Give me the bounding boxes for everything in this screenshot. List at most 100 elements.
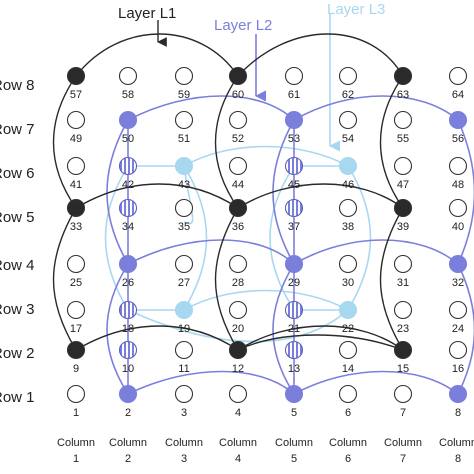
node-37: [284, 198, 304, 218]
node-number-52: 52: [232, 133, 244, 145]
node-number-13: 13: [288, 363, 300, 375]
node-5: [284, 384, 304, 404]
node-62: [338, 66, 358, 86]
layer-l3-connections: [104, 14, 372, 343]
node-55: [393, 110, 413, 130]
node-number-39: 39: [397, 221, 409, 233]
node-number-8: 8: [455, 407, 461, 419]
node-24: [448, 300, 468, 320]
row-label-2: Row 2: [0, 345, 35, 362]
node-4: [228, 384, 248, 404]
node-number-28: 28: [232, 277, 244, 289]
node-number-56: 56: [452, 133, 464, 145]
node-27: [174, 254, 194, 274]
node-number-27: 27: [178, 277, 190, 289]
node-58: [118, 66, 138, 86]
node-28: [228, 254, 248, 274]
node-number-37: 37: [288, 221, 300, 233]
node-22: [338, 300, 358, 320]
node-number-53: 53: [288, 133, 300, 145]
row-label-5: Row 5: [0, 209, 35, 226]
node-number-60: 60: [232, 89, 244, 101]
node-48: [448, 156, 468, 176]
node-14: [338, 340, 358, 360]
node-64: [448, 66, 468, 86]
node-15: [393, 340, 413, 360]
node-number-14: 14: [342, 363, 354, 375]
node-57: [66, 66, 86, 86]
layer-l1-label: Layer L1: [118, 5, 176, 22]
node-7: [393, 384, 413, 404]
node-number-38: 38: [342, 221, 354, 233]
node-number-40: 40: [452, 221, 464, 233]
node-33: [66, 198, 86, 218]
node-number-50: 50: [122, 133, 134, 145]
node-number-42: 42: [122, 179, 134, 191]
node-51: [174, 110, 194, 130]
node-number-15: 15: [397, 363, 409, 375]
node-56: [448, 110, 468, 130]
node-18: [118, 300, 138, 320]
node-number-58: 58: [122, 89, 134, 101]
node-35: [174, 198, 194, 218]
node-39: [393, 198, 413, 218]
node-1: [66, 384, 86, 404]
node-number-54: 54: [342, 133, 354, 145]
row-label-3: Row 3: [0, 301, 35, 318]
node-number-62: 62: [342, 89, 354, 101]
node-2: [118, 384, 138, 404]
node-number-29: 29: [288, 277, 300, 289]
node-number-5: 5: [291, 407, 297, 419]
node-number-49: 49: [70, 133, 82, 145]
node-number-20: 20: [232, 323, 244, 335]
node-8: [448, 384, 468, 404]
node-number-36: 36: [232, 221, 244, 233]
node-49: [66, 110, 86, 130]
row-label-4: Row 4: [0, 257, 35, 274]
node-46: [338, 156, 358, 176]
node-21: [284, 300, 304, 320]
node-number-31: 31: [397, 277, 409, 289]
layer-l1-connections: [52, 20, 404, 351]
node-45: [284, 156, 304, 176]
node-40: [448, 198, 468, 218]
node-19: [174, 300, 194, 320]
node-53: [284, 110, 304, 130]
node-25: [66, 254, 86, 274]
node-number-33: 33: [70, 221, 82, 233]
node-10: [118, 340, 138, 360]
node-6: [338, 384, 358, 404]
node-20: [228, 300, 248, 320]
node-number-22: 22: [342, 323, 354, 335]
row-label-6: Row 6: [0, 165, 35, 182]
node-32: [448, 254, 468, 274]
node-number-48: 48: [452, 179, 464, 191]
node-number-24: 24: [452, 323, 464, 335]
node-50: [118, 110, 138, 130]
node-number-9: 9: [73, 363, 79, 375]
node-number-55: 55: [397, 133, 409, 145]
node-30: [338, 254, 358, 274]
node-52: [228, 110, 248, 130]
node-number-46: 46: [342, 179, 354, 191]
node-number-25: 25: [70, 277, 82, 289]
node-29: [284, 254, 304, 274]
node-number-59: 59: [178, 89, 190, 101]
node-number-4: 4: [235, 407, 241, 419]
layer-l3-label: Layer L3: [327, 1, 385, 18]
node-number-34: 34: [122, 221, 134, 233]
row-label-7: Row 7: [0, 121, 35, 138]
node-47: [393, 156, 413, 176]
node-34: [118, 198, 138, 218]
node-9: [66, 340, 86, 360]
node-59: [174, 66, 194, 86]
node-number-19: 19: [178, 323, 190, 335]
node-26: [118, 254, 138, 274]
